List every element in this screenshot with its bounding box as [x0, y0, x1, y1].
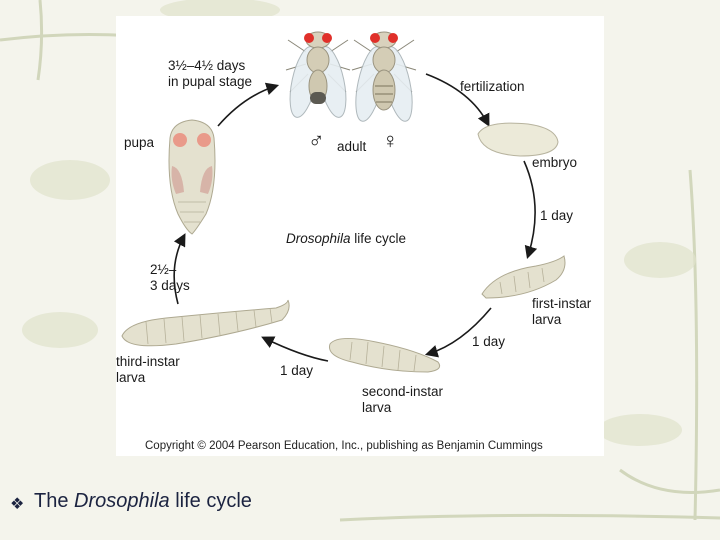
- third-instar-duration-line2: 3 days: [150, 278, 190, 293]
- copyright-notice: Copyright © 2004 Pearson Education, Inc.…: [145, 440, 543, 452]
- caption-prefix: The: [34, 490, 75, 512]
- arrow-adult-to-embryo: [425, 73, 490, 127]
- third-instar-label: third-instar larva: [116, 354, 180, 386]
- arrow-second-to-third-instar: [261, 336, 329, 362]
- second-instar-label: second-instar larva: [362, 384, 443, 416]
- life-cycle-diagram: [121, 31, 566, 373]
- third-instar-duration-line1: 2½–: [150, 262, 177, 277]
- female-symbol: ♀: [382, 128, 399, 153]
- pupa-illustration: [168, 119, 216, 235]
- embryo-illustration: [477, 122, 559, 157]
- third-instar-label-line1: third-instar: [116, 354, 180, 369]
- second-instar-label-line2: larva: [362, 400, 392, 415]
- adult-label: adult: [337, 139, 367, 154]
- second-instar-larva-illustration: [328, 338, 441, 373]
- arrow-first-to-second-instar: [424, 307, 492, 358]
- third-instar-label-line2: larva: [116, 370, 146, 385]
- first-instar-label: first-instar larva: [532, 296, 591, 328]
- female-fly-illustration: [351, 31, 417, 122]
- caption-italic: Drosophila: [74, 490, 170, 512]
- first-instar-larva-illustration: [481, 255, 566, 299]
- third-instar-duration-label: 2½– 3 days: [150, 262, 190, 294]
- pupal-stage-duration-line2: in pupal stage: [168, 74, 253, 89]
- fertilization-label: fertilization: [460, 79, 525, 94]
- arrow-third-instar-to-pupa: [173, 233, 186, 305]
- third-instar-larva-illustration: [121, 299, 290, 347]
- slide-caption: The Drosophila life cycle: [34, 490, 252, 513]
- pupal-stage-duration-label: 3½–4½ days in pupal stage: [168, 58, 252, 90]
- diagram-title-italic: Drosophila: [286, 231, 351, 246]
- duration-first-instar-label: 1 day: [472, 334, 506, 349]
- diagram-title-rest: life cycle: [350, 231, 407, 246]
- life-cycle-figure: 3½–4½ days in pupal stage fertilization …: [116, 16, 604, 456]
- duration-second-instar-label: 1 day: [280, 363, 314, 378]
- male-fly-illustration: [285, 31, 351, 118]
- male-symbol: ♂: [308, 128, 325, 153]
- diagram-title: Drosophila life cycle: [286, 231, 406, 247]
- pupa-label: pupa: [124, 135, 155, 150]
- embryo-label: embryo: [532, 155, 578, 170]
- caption-suffix: life cycle: [169, 490, 252, 512]
- arrow-pupa-to-adult: [217, 82, 280, 127]
- first-instar-label-line2: larva: [532, 312, 562, 327]
- pupal-stage-duration-line1: 3½–4½ days: [168, 58, 246, 73]
- second-instar-label-line1: second-instar: [362, 384, 444, 399]
- duration-embryo-label: 1 day: [540, 208, 574, 223]
- arrow-embryo-to-first-instar: [523, 160, 538, 260]
- diamond-bullet-icon: ❖: [10, 496, 25, 513]
- first-instar-label-line1: first-instar: [532, 296, 592, 311]
